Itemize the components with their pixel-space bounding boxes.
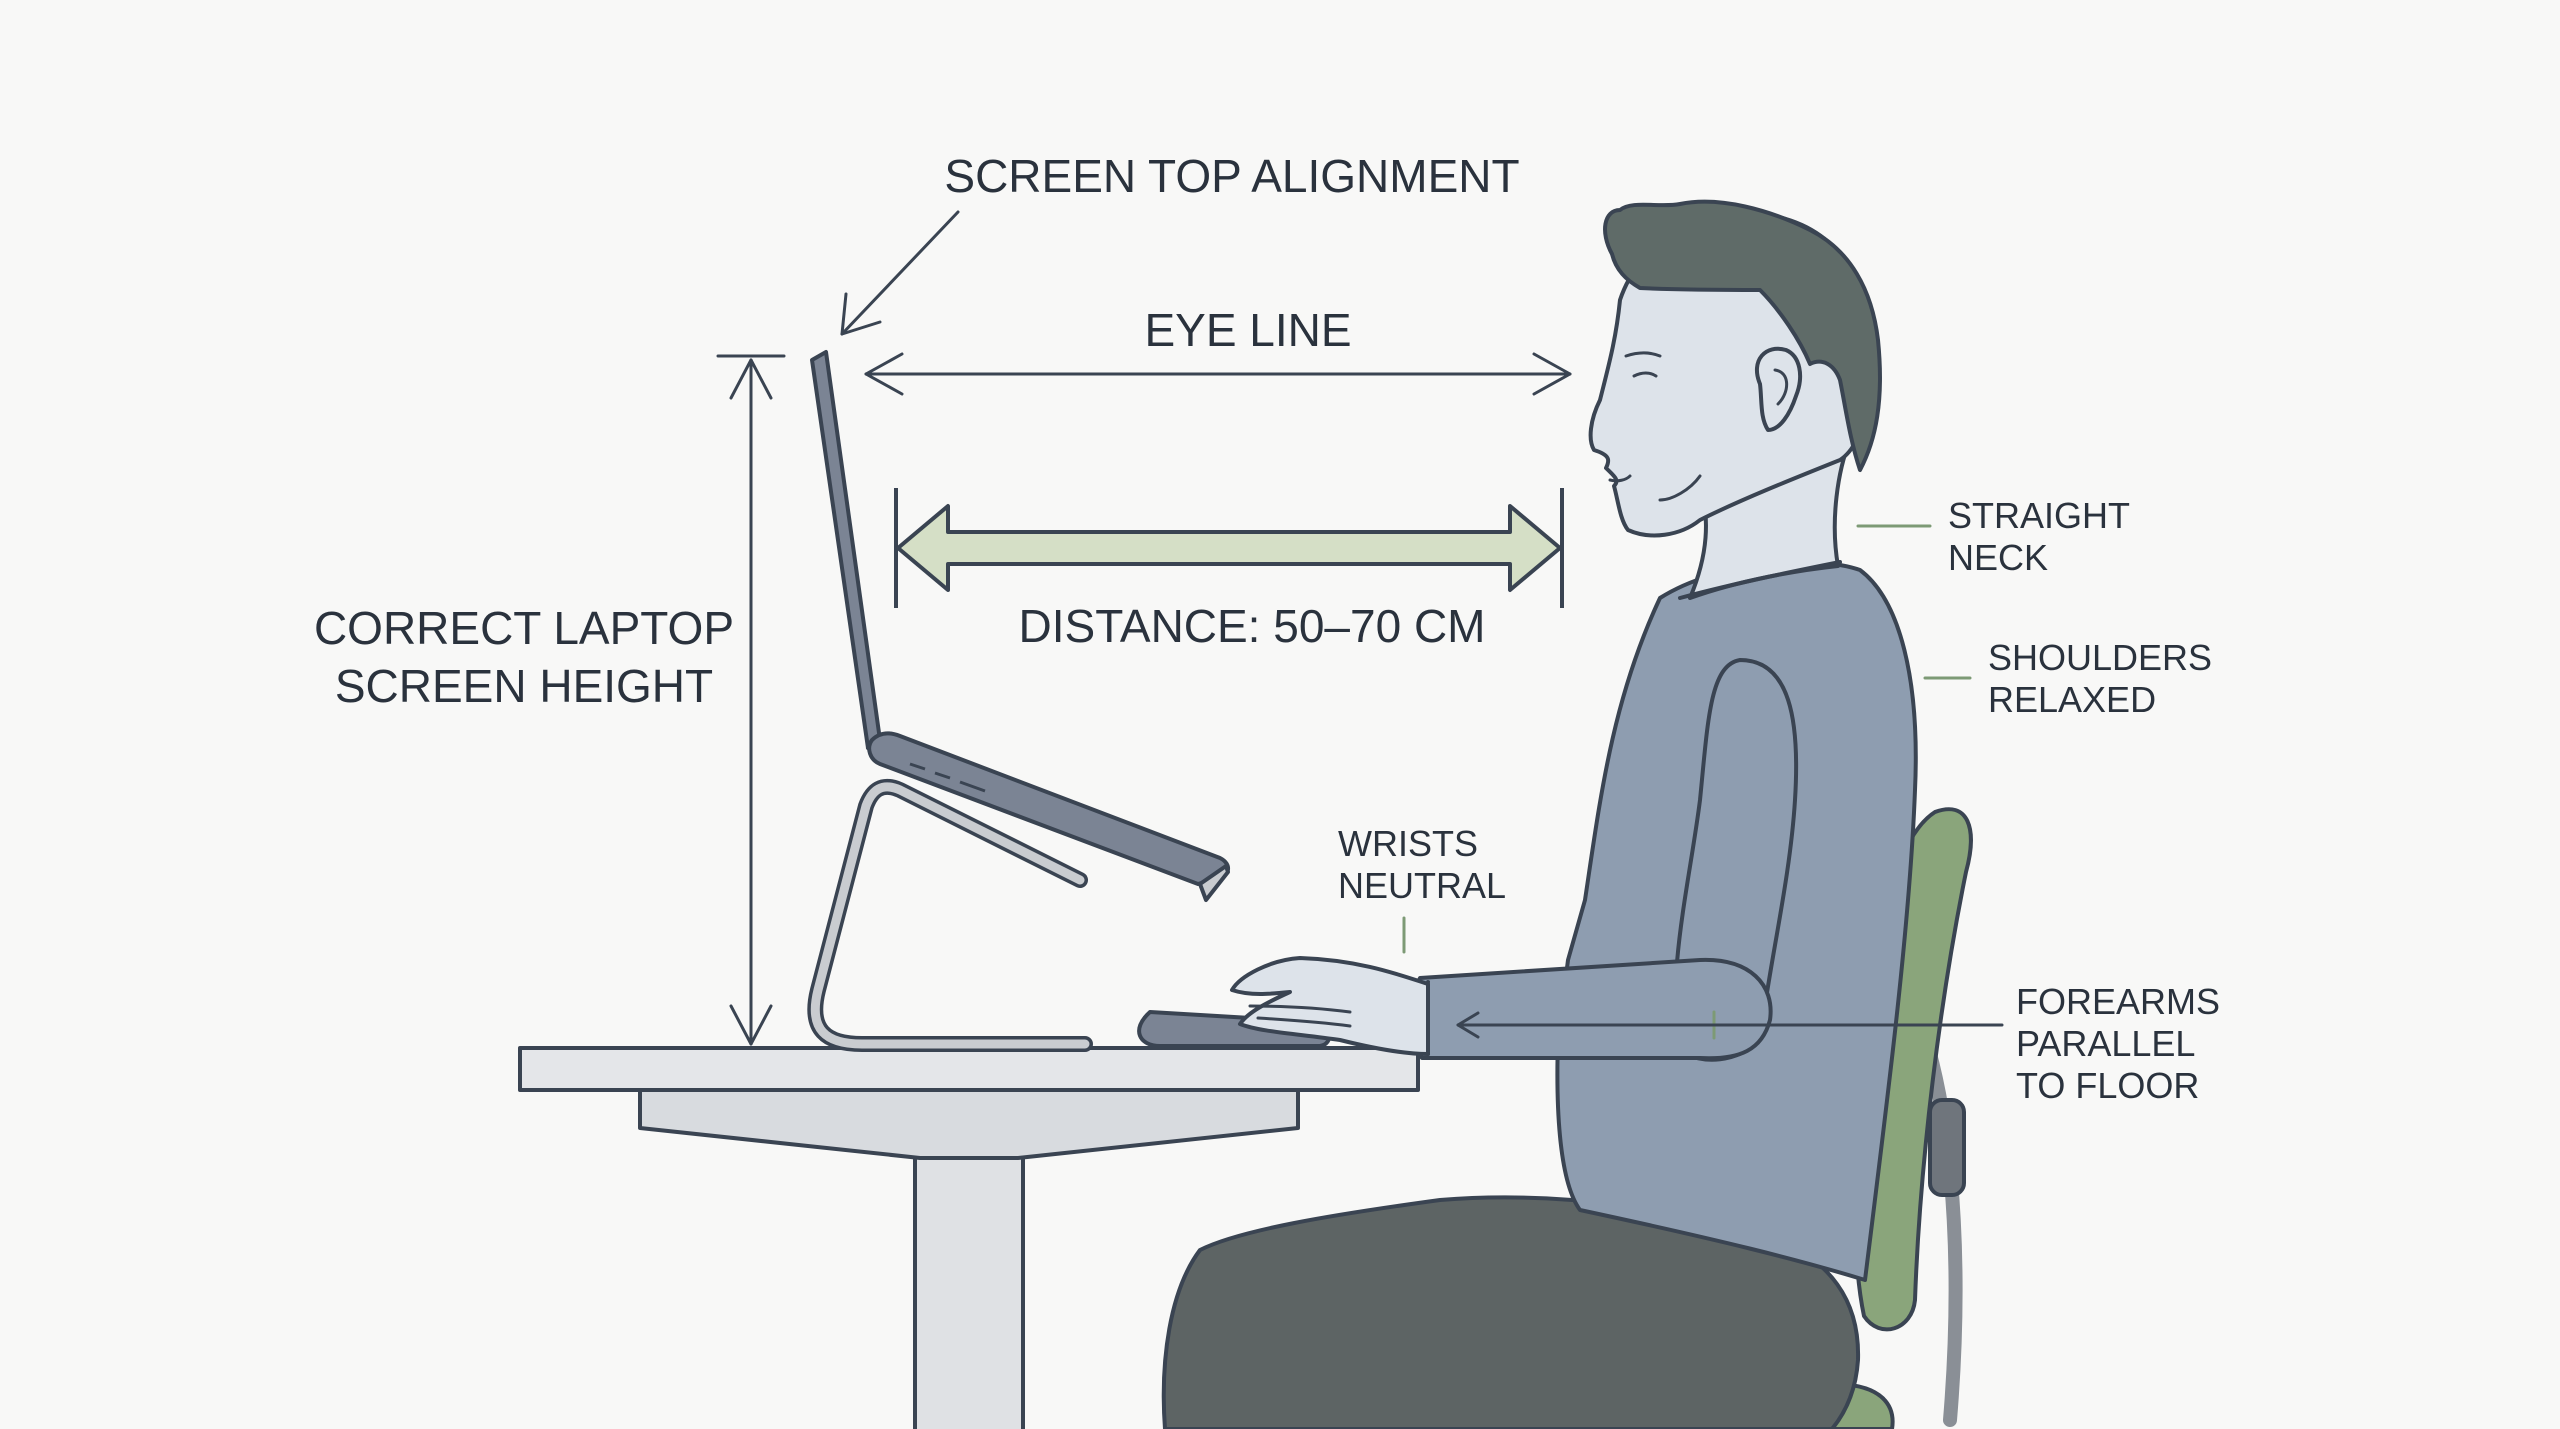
eye-line-label: EYE LINE	[1144, 304, 1351, 356]
forearms-label-line3: TO FLOOR	[2016, 1065, 2199, 1106]
desk	[518, 1046, 1420, 1429]
straight-neck-label-line1: STRAIGHT	[1948, 495, 2130, 536]
shirt-collar	[1678, 560, 1842, 600]
forearms-label-line2: PARALLEL	[2016, 1023, 2195, 1064]
chair-back-bracket	[1928, 1098, 1966, 1197]
ear	[1754, 346, 1803, 432]
text-labels: SCREEN TOP ALIGNMENT EYE LINE CORRECT LA…	[314, 150, 2220, 1106]
distance-arrow	[894, 488, 1564, 608]
stand-frame	[810, 782, 1090, 1049]
eye-line-left-head	[864, 352, 904, 396]
screen-top-pointer	[840, 210, 960, 336]
forearms-arrow	[1456, 1011, 2004, 1039]
distance-arrow-body	[896, 504, 1562, 592]
hand	[1230, 956, 1430, 1056]
eye-line-right-head	[1532, 352, 1572, 396]
straight-neck-label-line2: NECK	[1948, 537, 2048, 578]
screen-top-pointer-shaft	[840, 210, 960, 336]
person	[1161, 199, 1918, 1429]
screen-top-pointer-head	[840, 292, 882, 336]
height-arrow-bottom-head	[729, 1004, 773, 1046]
laptop-port	[909, 762, 926, 771]
finger-lines	[1248, 1004, 1352, 1028]
height-arrow-top-head	[729, 358, 773, 400]
eyebrow	[1624, 351, 1662, 358]
shoulders-label-line2: RELAXED	[1988, 679, 2156, 720]
height-arrow	[716, 354, 786, 1046]
shoulders-label-line1: SHOULDERS	[1988, 637, 2212, 678]
hair	[1603, 199, 1882, 472]
laptop-port	[934, 771, 951, 780]
distance-label: DISTANCE: 50–70 CM	[1019, 600, 1486, 652]
laptop-port	[959, 780, 986, 793]
eye-line-arrow	[864, 352, 1572, 396]
laptop	[810, 350, 1230, 902]
laptop-front-lip	[1198, 864, 1230, 902]
correct-height-label-line1: CORRECT LAPTOP	[314, 602, 734, 654]
desk-top	[518, 1046, 1420, 1092]
eye	[1632, 371, 1658, 378]
laptop-stand	[807, 778, 1093, 1052]
forearms-arrow-head	[1456, 1011, 1480, 1039]
correct-height-label-line2: SCREEN HEIGHT	[335, 660, 713, 712]
desk-leg	[913, 1153, 1025, 1429]
forearm	[1410, 957, 1773, 1061]
screen-top-alignment-label: SCREEN TOP ALIGNMENT	[944, 150, 1519, 202]
mouth	[1608, 474, 1632, 483]
wrists-label-line1: WRISTS	[1338, 823, 1478, 864]
cheek-line	[1658, 474, 1702, 502]
wrists-label-line2: NEUTRAL	[1338, 865, 1506, 906]
forearms-label-line1: FOREARMS	[2016, 981, 2220, 1022]
ear-inner	[1773, 368, 1789, 406]
pants	[1161, 1195, 1861, 1429]
